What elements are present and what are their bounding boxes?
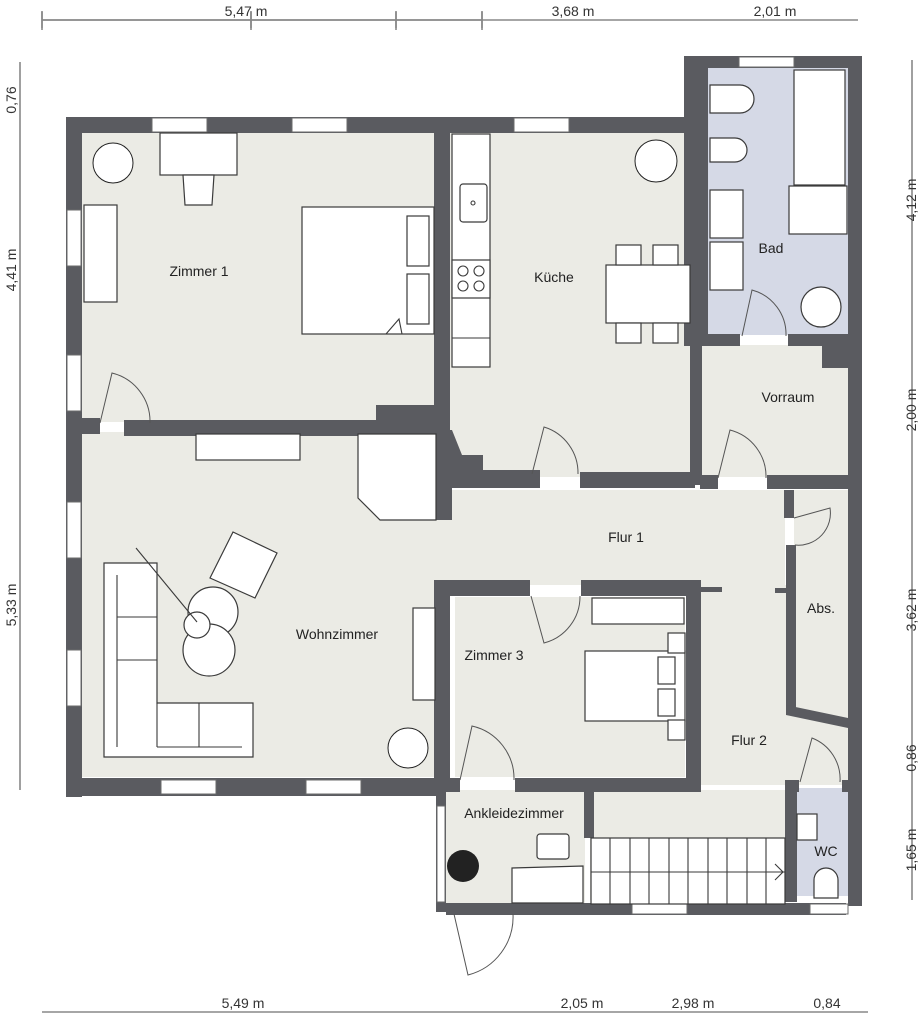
pillow	[657, 656, 676, 685]
ankleide-furniture	[447, 833, 584, 904]
bathtub	[793, 69, 846, 186]
bidet	[709, 137, 748, 163]
wc-furniture	[796, 813, 839, 899]
dresser	[83, 204, 118, 303]
room-label-flur1: Flur 1	[608, 529, 644, 545]
chair	[652, 322, 679, 344]
washbasin	[788, 185, 848, 235]
doors	[99, 289, 841, 976]
toilet	[709, 84, 755, 114]
dining-table	[605, 264, 691, 324]
room-label-vorraum: Vorraum	[762, 389, 815, 405]
stove	[451, 259, 491, 299]
wardrobe	[591, 597, 685, 625]
room-label-bad: Bad	[759, 240, 784, 256]
pillow	[406, 215, 430, 267]
room-label-wohnzimmer: Wohnzimmer	[296, 626, 379, 642]
windows	[66, 56, 849, 915]
dim-top-3: 2,01 m	[754, 3, 797, 19]
toilet	[813, 867, 839, 899]
chair	[652, 244, 679, 266]
dim-left-2: 4,41 m	[3, 249, 19, 292]
kueche-furniture	[451, 133, 691, 368]
corner-stove	[357, 433, 437, 521]
room-label-abs: Abs.	[807, 600, 835, 616]
dim-left-3: 5,33 m	[3, 584, 19, 627]
cabinet	[709, 241, 744, 291]
pillow	[657, 688, 676, 717]
room-label-zimmer3: Zimmer 3	[464, 647, 523, 663]
dim-right-1: 4,12 m	[903, 179, 919, 222]
floor-flur2	[695, 585, 848, 785]
desk-chair	[182, 174, 215, 206]
room-label-ankleidezimmer: Ankleidezimmer	[464, 805, 564, 821]
room-label-flur2: Flur 2	[731, 732, 767, 748]
cabinet	[709, 189, 744, 239]
kitchen-counter	[451, 133, 491, 368]
room-label-wc: WC	[814, 843, 837, 859]
dim-bottom-4: 0,84	[813, 995, 840, 1011]
dim-bottom-1: 5,49 m	[222, 995, 265, 1011]
washbasin	[796, 813, 818, 841]
plant-icon	[447, 850, 479, 882]
room-label-kueche: Küche	[534, 269, 574, 285]
chair	[536, 833, 570, 860]
armchair	[209, 531, 278, 599]
room-label-zimmer1: Zimmer 1	[169, 263, 228, 279]
zimmer3-furniture	[584, 597, 686, 741]
nightstand	[667, 632, 686, 654]
plant-icon	[387, 727, 429, 769]
plant-icon	[634, 139, 678, 183]
bad-furniture	[709, 69, 848, 328]
dim-top-2: 3,68 m	[552, 3, 595, 19]
dim-right-4: 0,86	[903, 744, 919, 771]
nightstand	[667, 719, 686, 741]
dim-right-2: 2,00 m	[903, 389, 919, 432]
floor-flur1	[435, 490, 785, 585]
zimmer1-furniture	[83, 132, 435, 335]
dresser	[511, 865, 584, 904]
chair	[615, 244, 642, 266]
dim-top-1: 5,47 m	[225, 3, 268, 19]
pillow	[406, 273, 430, 325]
dim-right-3: 3,62 m	[903, 589, 919, 632]
dim-left-1: 0,76	[3, 86, 19, 113]
dim-bottom-2: 2,05 m	[561, 995, 604, 1011]
sideboard	[195, 433, 301, 461]
wohnzimmer-furniture	[103, 433, 437, 769]
dim-right-5: 1,65 m	[903, 829, 919, 872]
dim-bottom-3: 2,98 m	[672, 995, 715, 1011]
sink	[459, 183, 488, 223]
washing-machine	[800, 286, 842, 328]
floor-lamp-base	[183, 611, 211, 639]
corner-sofa	[103, 562, 254, 758]
plant-icon	[92, 142, 134, 184]
desk	[159, 132, 238, 176]
chair	[615, 322, 642, 344]
staircase	[590, 837, 786, 905]
tv-unit	[412, 607, 436, 701]
